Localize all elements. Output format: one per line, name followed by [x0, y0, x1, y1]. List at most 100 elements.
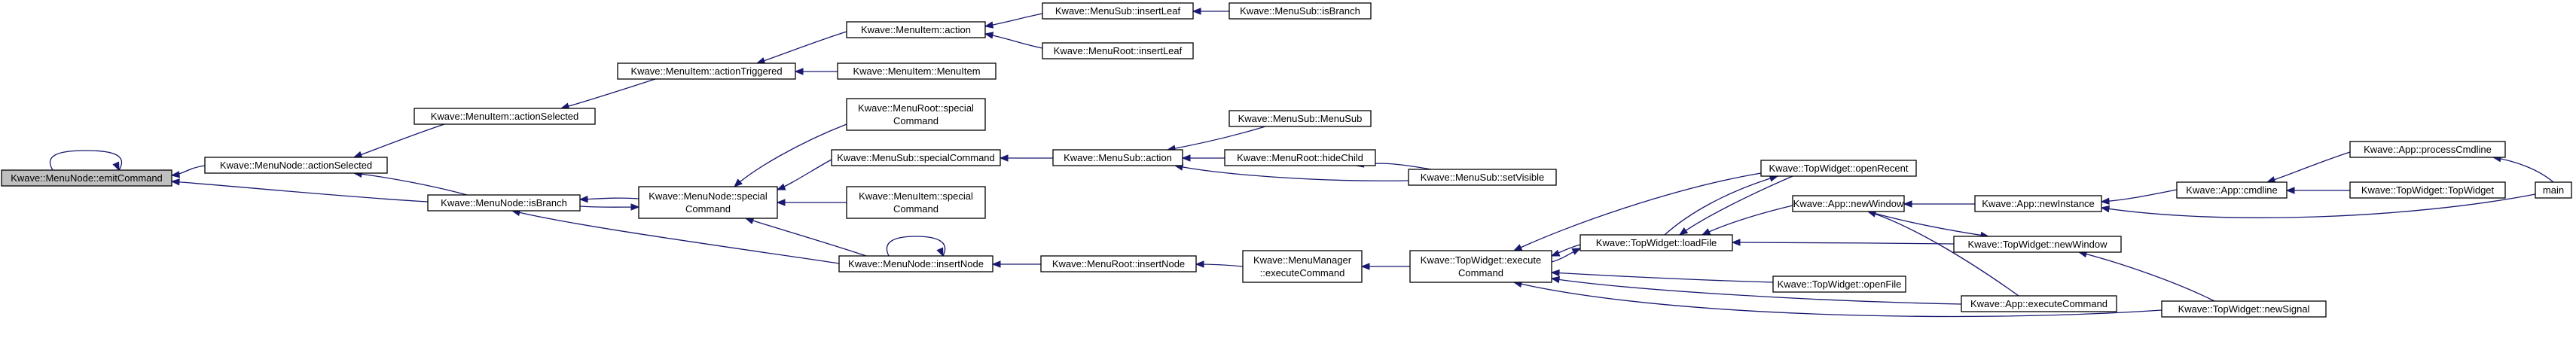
edge-arrowhead: [794, 68, 804, 75]
graph-node-tw_newSignal[interactable]: Kwave::TopWidget::newSignal: [2161, 300, 2327, 318]
node-box: [831, 149, 1001, 166]
node-box: [414, 108, 596, 125]
edge-line: [353, 123, 445, 158]
graph-node-mi_MenuItem[interactable]: Kwave::MenuItem::MenuItem: [837, 62, 997, 80]
node-label: Kwave::App::newWindow: [1793, 198, 1904, 209]
edge-arrowhead: [1360, 263, 1370, 270]
edge-line: [756, 31, 847, 64]
node-label: Kwave::MenuRoot::special: [858, 102, 974, 114]
node-label: Kwave::MenuSub::setVisible: [1421, 172, 1545, 183]
graph-node-app_newInstance[interactable]: Kwave::App::newInstance: [1974, 195, 2102, 212]
node-box: [1974, 195, 2102, 212]
node-box: [1042, 42, 1194, 59]
graph-node-actionSelected[interactable]: Kwave::MenuNode::actionSelected: [204, 157, 388, 174]
edge-arrowhead: [2285, 187, 2295, 194]
graph-node-mr_insertLeaf[interactable]: Kwave::MenuRoot::insertLeaf: [1042, 42, 1194, 59]
edge-tw_openRecent-to-tw_executeCommand: [1512, 172, 1762, 251]
edge-actionSelected-to-emitCommand: [170, 165, 206, 178]
graph-node-mr_insertNode[interactable]: Kwave::MenuRoot::insertNode: [1040, 255, 1197, 272]
edge-app_cmdline-to-app_newInstance: [2100, 189, 2178, 205]
graph-node-tw_loadFile[interactable]: Kwave::TopWidget::loadFile: [1579, 234, 1733, 251]
graph-node-tw_newWindow[interactable]: Kwave::TopWidget::newWindow: [1953, 236, 2122, 253]
graph-node-app_cmdline[interactable]: Kwave::App::cmdline: [2176, 181, 2288, 199]
node-box: [1242, 250, 1363, 283]
edge-tw_openRecent-to-tw_loadFile: [1678, 175, 1793, 236]
graph-node-app_executeCommand[interactable]: Kwave::App::executeCommand: [1961, 295, 2117, 312]
node-label: Kwave::App::processCmdline: [2364, 144, 2492, 155]
node-label: Kwave::MenuItem::MenuItem: [853, 65, 980, 77]
graph-node-emitCommand[interactable]: Kwave::MenuNode::emitCommand: [1, 169, 172, 187]
graph-node-mi_special[interactable]: Kwave::MenuItem::specialCommand: [846, 186, 986, 219]
graph-node-app_newWindow[interactable]: Kwave::App::newWindow: [1792, 195, 1905, 212]
node-box: [1228, 2, 1372, 20]
edge-arrowhead: [776, 199, 786, 206]
edge-app_processCmdline-to-app_cmdline: [2266, 151, 2351, 184]
graph-node-mi_actionTriggered[interactable]: Kwave::MenuItem::actionTriggered: [617, 62, 796, 80]
node-label: Kwave::TopWidget::TopWidget: [2361, 184, 2495, 196]
edge-mn_insertNode-to-mn_insertNode: [886, 236, 946, 257]
edge-tw_loadFile-to-tw_executeCommand: [1550, 244, 1581, 257]
node-label: Kwave::TopWidget::newSignal: [2178, 303, 2310, 315]
graph-node-app_processCmdline[interactable]: Kwave::App::processCmdline: [2349, 141, 2506, 158]
graph-node-ms_action[interactable]: Kwave::MenuSub::action: [1052, 149, 1183, 166]
edge-ms_action-to-ms_specialCommand: [999, 154, 1054, 162]
graph-node-tw_openRecent[interactable]: Kwave::TopWidget::openRecent: [1760, 160, 1917, 177]
edge-line: [171, 181, 429, 202]
graph-node-main[interactable]: main: [2535, 181, 2572, 199]
edge-mn_special-to-isBranch: [578, 195, 639, 203]
graph-node-tw_TopWidget[interactable]: Kwave::TopWidget::TopWidget: [2349, 181, 2506, 199]
graph-node-mi_actionSelected[interactable]: Kwave::MenuItem::actionSelected: [414, 108, 596, 125]
node-box: [2349, 141, 2506, 158]
node-box: [837, 62, 997, 80]
node-box: [1409, 250, 1552, 283]
graph-node-isBranch[interactable]: Kwave::MenuNode::isBranch: [427, 194, 581, 212]
node-box: [204, 157, 388, 174]
edge-arrowhead: [170, 171, 180, 178]
graph-node-mn_insertNode[interactable]: Kwave::MenuNode::insertNode: [838, 255, 993, 272]
node-box: [1040, 255, 1197, 272]
node-label: Command: [893, 203, 939, 215]
graph-node-tw_openFile[interactable]: Kwave::TopWidget::openFile: [1772, 276, 1906, 293]
edge-line: [2101, 189, 2178, 202]
node-label: Kwave::MenuRoot::insertLeaf: [1054, 45, 1183, 56]
edge-mi_special-to-mn_special: [776, 199, 847, 206]
edge-arrowhead: [1181, 154, 1191, 162]
edge-tw_newSignal-to-tw_newWindow: [2077, 250, 2215, 302]
node-label: Kwave::MenuItem::actionTriggered: [630, 65, 782, 77]
node-label: Command: [893, 115, 939, 126]
graph-node-ms_insertLeaf[interactable]: Kwave::MenuSub::insertLeaf: [1042, 2, 1194, 20]
edge-tw_openFile-to-tw_executeCommand: [1550, 269, 1774, 283]
graph-node-ms_specialCommand[interactable]: Kwave::MenuSub::specialCommand: [831, 149, 1001, 166]
node-label: Kwave::MenuItem::actionSelected: [431, 111, 579, 122]
node-box: [1, 169, 172, 187]
node-box: [427, 194, 581, 212]
graph-node-mm_executeCommand[interactable]: Kwave::MenuManager::executeCommand: [1242, 250, 1363, 283]
graph-node-ms_isBranch[interactable]: Kwave::MenuSub::isBranch: [1228, 2, 1372, 20]
node-label: Kwave::MenuSub::specialCommand: [837, 152, 995, 163]
graph-node-mn_special[interactable]: Kwave::MenuNode::specialCommand: [638, 186, 778, 219]
edge-mr_insertNode-to-mn_insertNode: [991, 260, 1042, 268]
edge-line: [1664, 175, 1778, 236]
node-box: [1228, 110, 1372, 127]
edge-app_newWindow-to-tw_loadFile: [1701, 205, 1793, 236]
node-box: [2349, 181, 2506, 199]
edge-mr_special-to-mn_special: [734, 123, 847, 187]
edge-arrowhead: [1903, 200, 1912, 208]
edge-line: [1551, 272, 1774, 283]
call-graph-edges: [49, 8, 2554, 318]
graph-node-mr_special[interactable]: Kwave::MenuRoot::specialCommand: [846, 98, 986, 131]
graph-node-tw_executeCommand[interactable]: Kwave::TopWidget::executeCommand: [1409, 250, 1552, 283]
edge-isBranch-to-emitCommand: [170, 178, 429, 202]
edge-line: [353, 172, 468, 196]
graph-node-ms_MenuSub[interactable]: Kwave::MenuSub::MenuSub: [1228, 110, 1372, 127]
graph-node-mi_action[interactable]: Kwave::MenuItem::action: [846, 21, 986, 38]
edge-line: [579, 205, 639, 208]
node-box: [1408, 169, 1557, 186]
edge-arrowhead: [170, 178, 180, 186]
graph-node-ms_setVisible[interactable]: Kwave::MenuSub::setVisible: [1408, 169, 1557, 186]
edge-main-to-app_processCmdline: [2492, 155, 2554, 183]
graph-node-mr_hideChild[interactable]: Kwave::MenuRoot::hideChild: [1224, 149, 1376, 166]
edge-line: [1867, 211, 1989, 237]
edge-arrowhead: [1678, 227, 1689, 236]
